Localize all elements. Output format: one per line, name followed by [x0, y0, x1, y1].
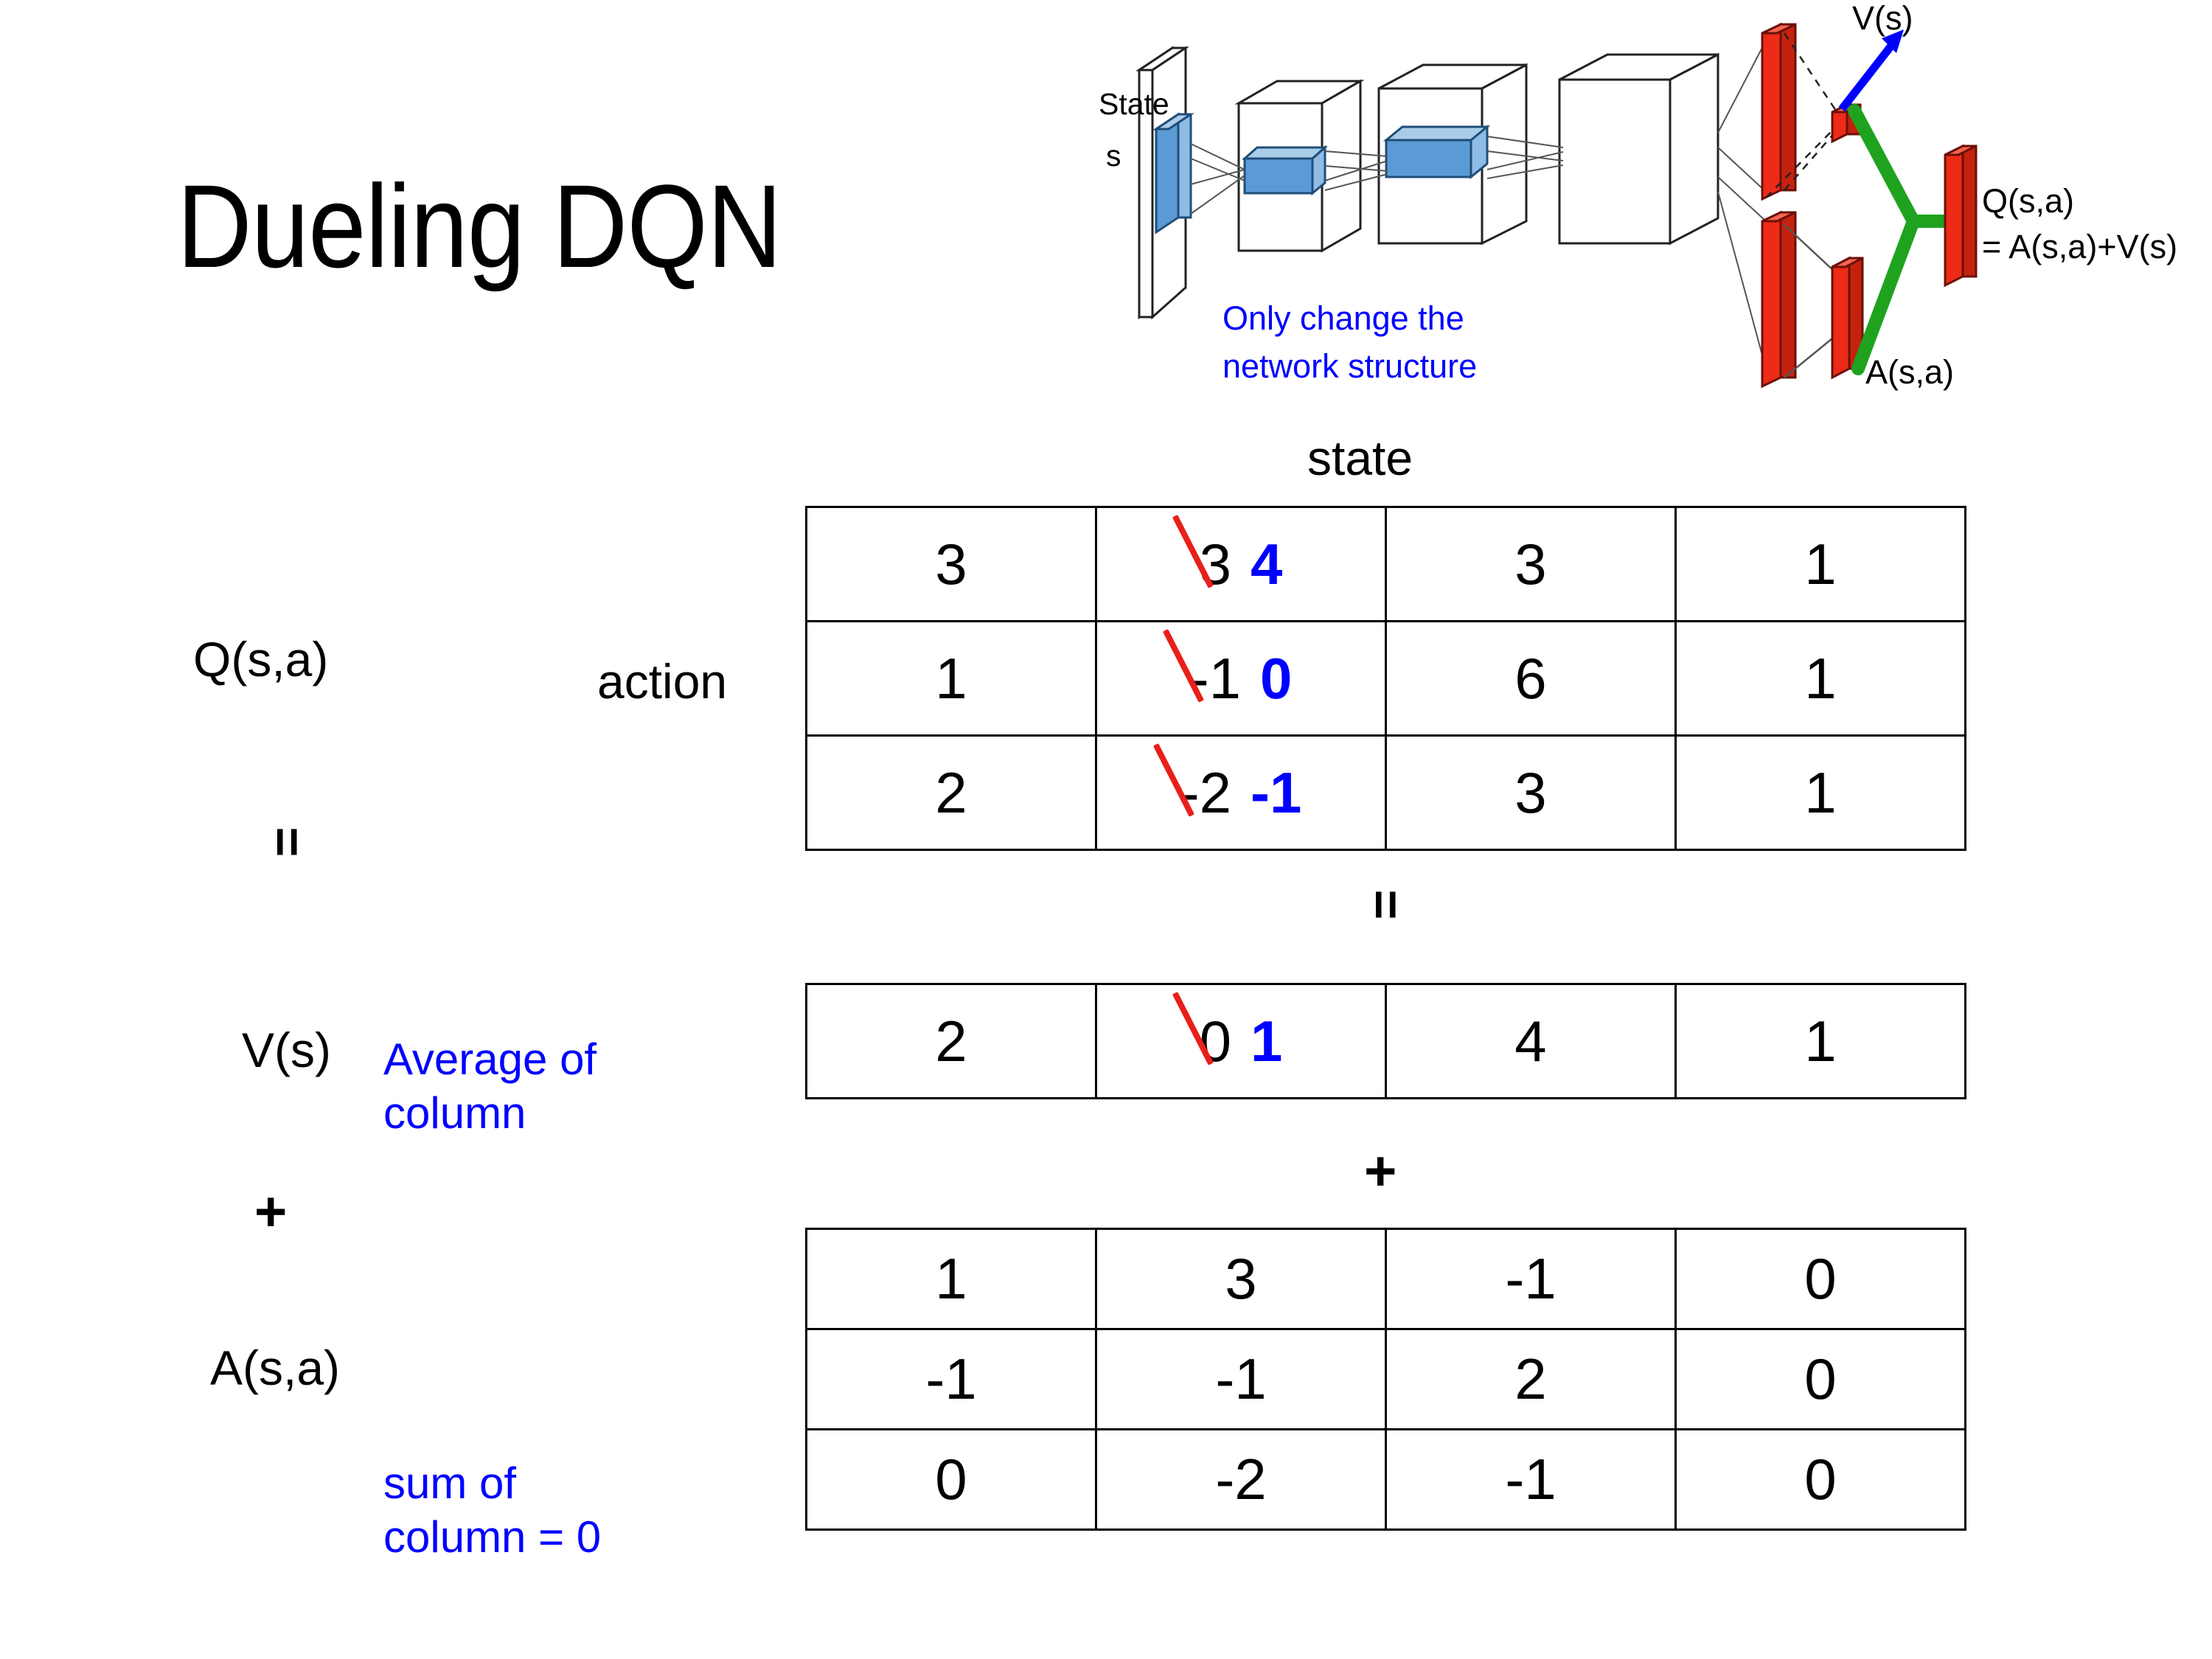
q-cell-r0c0: 3 — [805, 506, 1097, 622]
new-value: 4 — [1251, 531, 1283, 597]
table-row: 0 -2 -1 0 — [805, 1428, 1966, 1531]
v-cell-c3: 1 — [1674, 983, 1966, 1099]
a-cell-r2c0: 0 — [805, 1428, 1097, 1531]
a-cell-r1c3: 0 — [1674, 1328, 1966, 1430]
v-cell-c2: 4 — [1385, 983, 1677, 1099]
q-cell-r0c1: 3 4 — [1095, 506, 1387, 622]
plus-operator-left: + — [254, 1180, 288, 1243]
q-output-label-line1: Q(s,a) — [1982, 182, 2074, 220]
page-title: Dueling DQN — [177, 160, 782, 292]
sum-note-line1: sum of — [383, 1458, 517, 1508]
q-cell-r1c0: 1 — [805, 620, 1097, 737]
q-cell-r2c0: 2 — [805, 734, 1097, 851]
correction-group: -2 -1 — [1180, 759, 1302, 827]
struck-old-value: 3 — [1199, 531, 1231, 597]
average-note-line1: Average of — [383, 1034, 597, 1084]
q-cell-r2c2: 3 — [1385, 734, 1677, 851]
a-cell-r0c2: -1 — [1385, 1228, 1677, 1330]
a-cell-r2c2: -1 — [1385, 1428, 1677, 1531]
equals-operator-middle: = — [1357, 889, 1415, 917]
diagram-note-line2: network structure — [1222, 347, 1477, 385]
action-axis-label: action — [597, 654, 728, 709]
v-cell-c0: 2 — [805, 983, 1097, 1099]
a-cell-r1c0: -1 — [805, 1328, 1097, 1430]
a-function-label: A(s,a) — [210, 1340, 341, 1395]
q-cell-r2c1: -2 -1 — [1095, 734, 1387, 851]
state-axis-label: state — [1307, 431, 1413, 485]
table-row: 1 -1 0 6 1 — [805, 620, 1966, 737]
q-cell-r0c2: 3 — [1385, 506, 1677, 622]
q-cell-r1c1: -1 0 — [1095, 620, 1387, 737]
table-row: 1 3 -1 0 — [805, 1228, 1966, 1330]
struck-old-value: 0 — [1199, 1008, 1231, 1074]
average-of-column-note: Average of column — [383, 1032, 597, 1140]
a-cell-r0c0: 1 — [805, 1228, 1097, 1330]
table-row: 3 3 4 3 1 — [805, 506, 1966, 622]
a-cell-r1c1: -1 — [1095, 1328, 1387, 1430]
q-value-table: 3 3 4 3 1 1 -1 0 6 1 2 -2 -1 3 1 — [805, 506, 1966, 851]
a-cell-r2c3: 0 — [1674, 1428, 1966, 1531]
v-value-table: 2 0 1 4 1 — [805, 983, 1966, 1099]
table-row: -1 -1 2 0 — [805, 1328, 1966, 1430]
equals-operator-left: = — [259, 827, 316, 855]
new-value: 1 — [1251, 1008, 1283, 1074]
q-output-label-line2: = A(s,a)+V(s) — [1982, 228, 2177, 265]
table-row: 2 0 1 4 1 — [805, 983, 1966, 1099]
q-cell-r1c3: 1 — [1674, 620, 1966, 737]
correction-group: 3 4 — [1200, 531, 1283, 598]
value-output-label: V(s) — [1852, 0, 1913, 37]
advantage-output-label: A(s,a) — [1865, 353, 1954, 391]
a-cell-r0c1: 3 — [1095, 1228, 1387, 1330]
a-value-table: 1 3 -1 0 -1 -1 2 0 0 -2 -1 0 — [805, 1228, 1966, 1531]
correction-group: 0 1 — [1200, 1008, 1283, 1075]
state-input-label-line2: s — [1106, 139, 1121, 173]
a-cell-r2c1: -2 — [1095, 1428, 1387, 1531]
dueling-network-diagram: State s V(s) A(s,a) Q(s,a) = A(s,a)+V(s)… — [1099, 0, 2212, 420]
q-cell-r0c3: 1 — [1674, 506, 1966, 622]
v-function-label: V(s) — [242, 1023, 331, 1077]
new-value: 0 — [1259, 645, 1293, 711]
diagram-note-line1: Only change the — [1222, 299, 1464, 337]
sum-of-column-note: sum of column = 0 — [383, 1456, 601, 1564]
struck-old-value: -2 — [1180, 759, 1231, 825]
new-value: -1 — [1251, 759, 1302, 825]
v-cell-c1: 0 1 — [1095, 983, 1387, 1099]
table-row: 2 -2 -1 3 1 — [805, 734, 1966, 851]
q-cell-r1c2: 6 — [1385, 620, 1677, 737]
state-input-label-line1: State — [1099, 87, 1169, 121]
a-cell-r0c3: 0 — [1674, 1228, 1966, 1330]
q-cell-r2c3: 1 — [1674, 734, 1966, 851]
plus-operator-middle: + — [1364, 1140, 1397, 1203]
average-note-line2: column — [383, 1088, 526, 1138]
sum-note-line2: column = 0 — [383, 1512, 602, 1562]
q-function-label: Q(s,a) — [193, 632, 329, 686]
correction-group: -1 0 — [1190, 645, 1293, 712]
a-cell-r1c2: 2 — [1385, 1328, 1677, 1430]
struck-old-value: -1 — [1189, 645, 1241, 711]
